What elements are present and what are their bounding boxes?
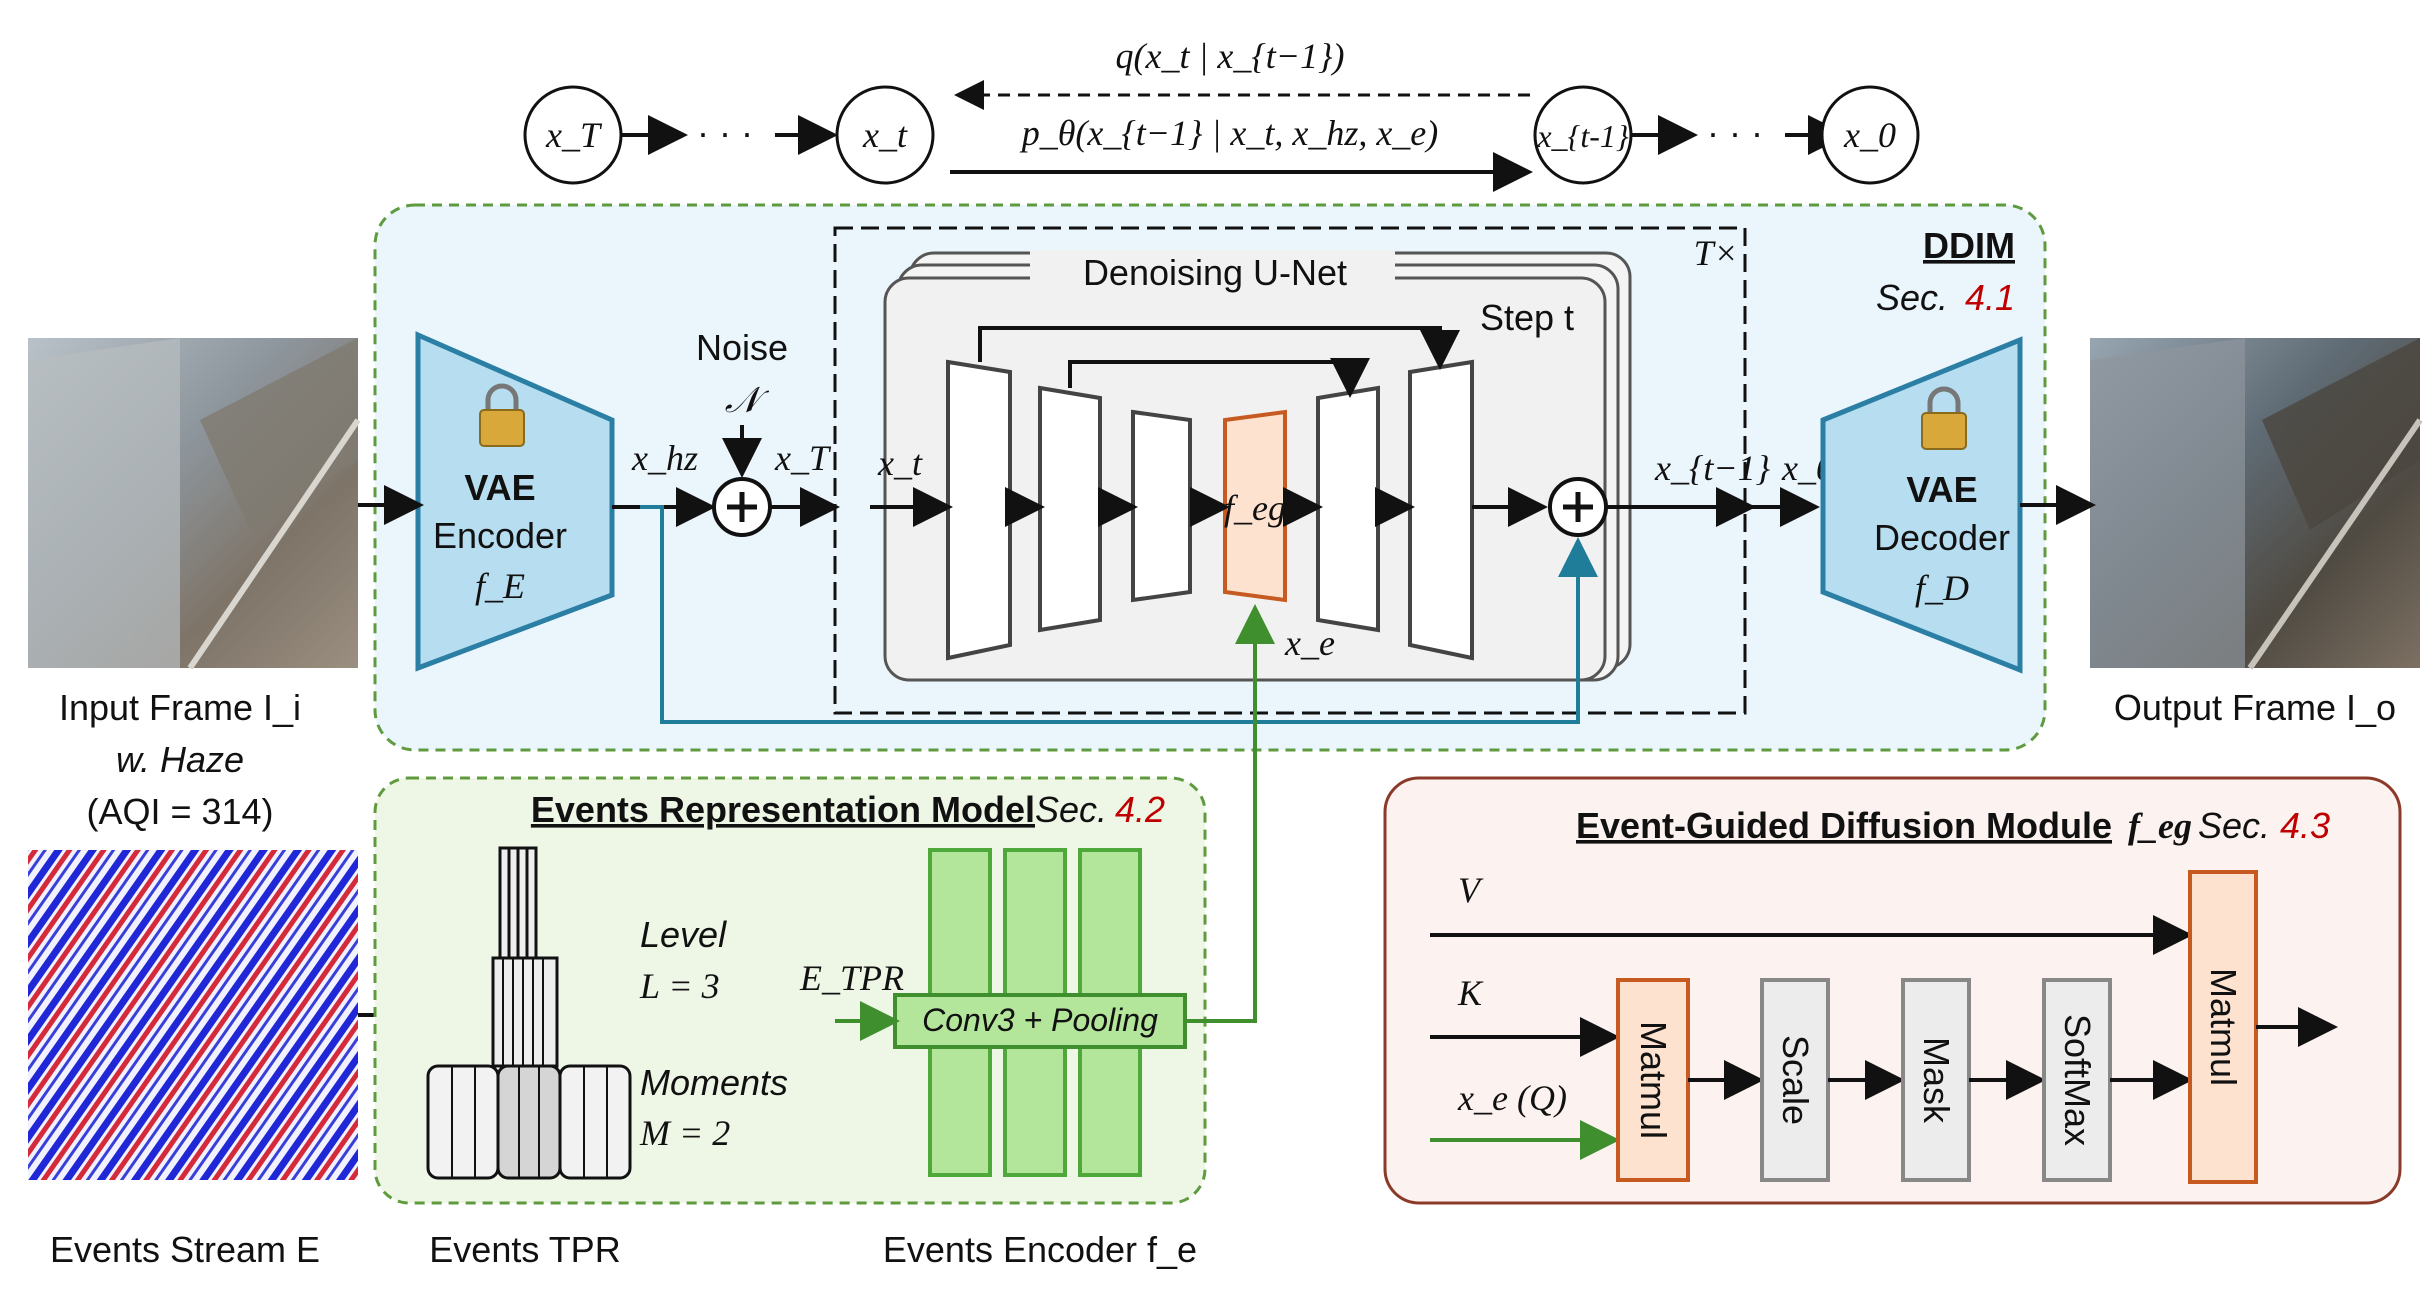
feg-block [1223,409,1287,603]
block-mask [1901,978,1971,1182]
block-scale [1760,978,1830,1182]
unet-enc-block-3 [1131,409,1192,603]
ddim-title: DDIM [1923,225,2015,266]
encoder-lock-icon [479,383,525,447]
node-xT [523,85,623,185]
block-matmul-2-label: Matmul [2203,968,2244,1086]
xe-label: x_e [1284,623,1335,663]
node-xt-1-label: x_{t-1} [1536,118,1629,154]
node-x0-label: x_0 [1843,115,1896,155]
node-xt-label: x_t [862,115,908,155]
block-matmul-1-label: Matmul [1633,1021,1674,1139]
unet-enc-block-2 [1038,385,1102,633]
conv-pooling-label: Conv3 + Pooling [922,1002,1158,1038]
unet-title-bg [1030,250,1395,290]
events-stream-caption: Events Stream E [50,1229,320,1270]
xT-label: x_T [774,438,832,478]
erm-sec-num: 4.2 [1115,789,1165,830]
q-label: q(x_t | x_{t−1}) [1116,36,1345,76]
unet-dec-block-2 [1408,359,1474,661]
erm-moments-value: M = 2 [639,1113,730,1153]
erm-moments-label: Moments [640,1062,788,1103]
decoder-lock-icon [1921,386,1967,450]
output-frame-image [2090,338,2423,670]
xt-in-label: x_t [877,443,923,483]
egdm-fn: f_eg [2128,806,2192,846]
events-stream-image [28,850,358,1180]
node-xT-label: x_T [545,115,603,155]
repeat-box [833,226,1747,715]
encoder-line2: Encoder [433,515,567,556]
xhz-label: x_hz [631,438,698,478]
green-event-feature-line [1185,604,1275,1023]
node-xt [835,85,935,185]
teal-skip-connection [640,505,1598,724]
events-tpr-caption: Events TPR [429,1229,620,1270]
block-softmax [2042,978,2112,1182]
node-x0 [1820,85,1920,185]
k-label: K [1457,973,1484,1013]
unet-title: Denoising U-Net [1083,252,1347,293]
vae-decoder [1820,336,2023,674]
unet-enc-block-1 [946,359,1012,661]
unet-blocks: f_eg [946,326,1548,661]
q-label: x_e (Q) [1457,1078,1567,1118]
ddim-sec-num: 4.1 [1965,277,2015,318]
repeat-label: T× [1694,233,1738,273]
decoder-fn: f_D [1915,568,1969,608]
input-caption-3: (AQI = 314) [86,791,273,832]
erm-level-label: Level [640,914,727,955]
v-label: V [1458,870,1484,910]
egdm-sec-prefix: Sec. [2198,805,2270,846]
unet-dec-block-1 [1316,385,1380,633]
etpr-label: E_TPR [799,958,904,998]
skip-outer [978,326,1460,370]
dots-left: · · · [697,112,753,153]
erm-sec-prefix: Sec. [1035,789,1107,830]
input-caption-1: Input Frame I_i [59,687,301,728]
noise-label: Noise [696,327,788,368]
decoder-line2: Decoder [1874,517,2010,558]
erm-level-value: L = 3 [639,966,720,1006]
input-frame-image [28,338,361,670]
encoder-line1: VAE [464,467,535,508]
erm-title: Events Representation Model [531,789,1035,830]
skip-inner [1068,358,1370,398]
feg-label: f_eg [1224,488,1286,528]
diffusion-chain: x_T · · · x_t q(x_t | x_{t−1}) p_θ(x_{t−… [523,36,1920,192]
p-theta-label: p_θ(x_{t−1} | x_t, x_hz, x_e) [1019,113,1439,153]
block-softmax-label: SoftMax [2057,1014,2098,1146]
input-caption-2: w. Haze [116,739,244,780]
block-scale-label: Scale [1775,1035,1816,1125]
block-matmul-1 [1616,978,1690,1182]
decoder-line1: VAE [1906,469,1977,510]
dots-right: · · · [1707,112,1763,153]
step-label: Step t [1480,297,1574,338]
xt-1-label: x_{t−1} [1654,448,1771,488]
egdm-title: Event-Guided Diffusion Module [1576,805,2112,846]
vae-encoder [415,331,615,672]
node-xt-1 [1533,85,1633,185]
ddim-sec-prefix: Sec. [1876,277,1948,318]
tpr-pyramid [426,846,632,1180]
output-caption: Output Frame I_o [2114,687,2396,728]
block-mask-label: Mask [1916,1037,1957,1124]
egdm-sec-num: 4.3 [2280,805,2330,846]
events-encoder-caption: Events Encoder f_e [883,1229,1197,1270]
encoder-fn: f_E [475,566,525,606]
